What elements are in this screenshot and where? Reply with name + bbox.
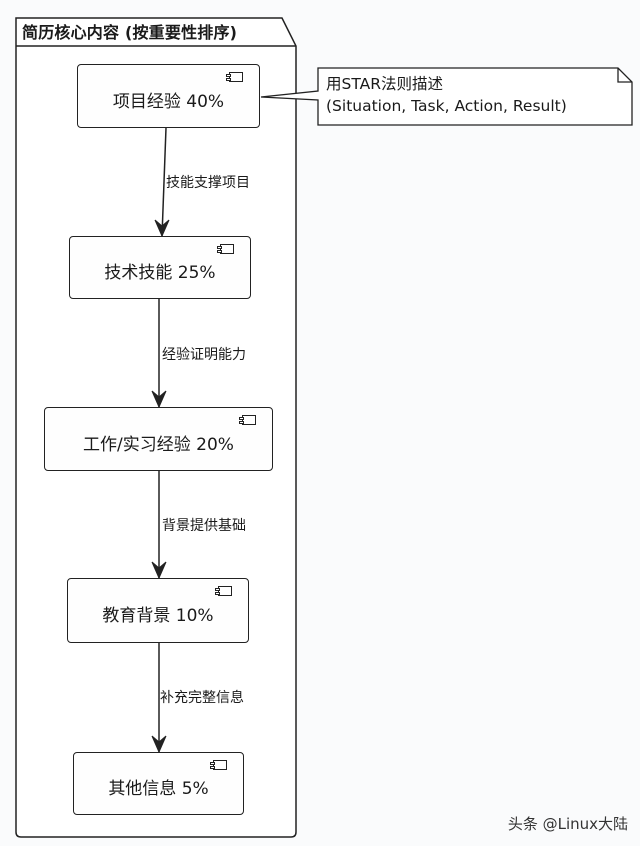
edge-label-2: 经验证明能力 [162,347,246,363]
node-work-internship-experience[interactable]: 工作/实习经验 20% [44,407,273,471]
arrowhead-icon [151,735,167,754]
uml-component-icon [210,760,227,770]
node-project-experience[interactable]: 项目经验 40% [77,64,260,128]
edge-label-4: 补充完整信息 [160,690,244,706]
note-line-1: 用STAR法则描述 [326,75,443,93]
node-label: 工作/实习经验 20% [83,434,234,455]
node-label: 项目经验 40% [112,91,225,112]
uml-component-icon [217,244,234,254]
watermark: 头条 @Linux大陆 [507,815,628,833]
arrowhead-icon [151,390,167,409]
note-line-2: (Situation, Task, Action, Result) [326,97,567,115]
uml-component-icon [239,415,256,425]
note-fold-icon [617,68,632,83]
edge-label-3: 背景提供基础 [162,518,246,534]
arrowhead-icon [154,219,170,238]
node-other-info[interactable]: 其他信息 5% [73,752,244,815]
arrowhead-icon [151,561,167,580]
edge-line-1 [161,127,167,237]
uml-component-icon [226,72,243,82]
note-text: 用STAR法则描述 (Situation, Task, Action, Resu… [326,73,567,117]
node-label: 其他信息 5% [108,779,209,799]
package-title: 简历核心内容 (按重要性排序) [22,23,238,42]
node-label: 教育背景 10% [102,606,214,626]
uml-component-icon [215,586,232,596]
node-label: 技术技能 25% [104,263,216,283]
note-shape [260,67,633,126]
node-education-background[interactable]: 教育背景 10% [67,578,249,643]
edge-label-1: 技能支撑项目 [166,175,250,191]
node-technical-skills[interactable]: 技术技能 25% [69,236,251,299]
